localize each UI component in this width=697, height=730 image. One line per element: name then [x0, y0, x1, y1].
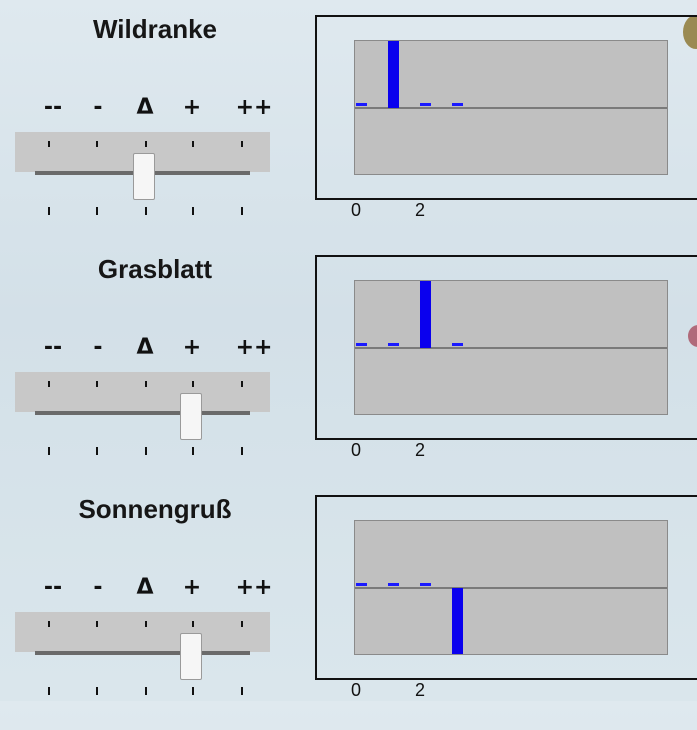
slider-tick-bottom [96, 207, 98, 215]
chart-x-tick-label: 0 [350, 440, 362, 460]
slider-tick-top [145, 141, 147, 147]
scale-label: ++ [235, 95, 273, 120]
chart-zero-line [355, 106, 667, 109]
scale-label: + [182, 95, 202, 120]
chart-frame [315, 495, 697, 680]
slider-tick-bottom [96, 687, 98, 695]
slider-tick-bottom [192, 687, 194, 695]
scale-label: Δ [136, 575, 154, 600]
slider-tick-bottom [192, 207, 194, 215]
chart-x-tick-label: 0 [350, 680, 362, 700]
leaf-decoration-top [683, 15, 697, 49]
chart-zero-marker [356, 342, 367, 346]
slider-tick-bottom [48, 207, 50, 215]
slider-tick-top [241, 381, 243, 387]
slider-tick-bottom [48, 687, 50, 695]
slider-tick-top [145, 621, 147, 627]
slider-tick-top [241, 141, 243, 147]
slider-tick-top [192, 621, 194, 627]
chart-frame [315, 255, 697, 440]
slider-tick-top [145, 381, 147, 387]
slider-tick-bottom [241, 687, 243, 695]
chart-zero-marker [356, 582, 367, 586]
scale-label: Δ [136, 95, 154, 120]
panel-title: Wildranke [92, 14, 218, 44]
scale-label: - [93, 335, 103, 360]
slider-tick-bottom [145, 447, 147, 455]
scale-label: + [182, 575, 202, 600]
scale-label: ++ [235, 575, 273, 600]
rating-slider[interactable]: ---Δ+++ [0, 335, 300, 460]
chart-frame [315, 15, 697, 200]
slider-track-background [15, 372, 270, 412]
slider-tick-top [96, 381, 98, 387]
slider-tick-bottom [145, 687, 147, 695]
scale-label: ++ [235, 335, 273, 360]
chart-x-tick-label: 0 [350, 200, 362, 220]
slider-tick-top [48, 621, 50, 627]
slider-tick-bottom [241, 447, 243, 455]
panel-title: Grasblatt [97, 254, 213, 284]
slider-tick-top [96, 141, 98, 147]
slider-tick-bottom [241, 207, 243, 215]
chart-zero-marker [420, 102, 431, 106]
scale-label: -- [43, 335, 63, 360]
chart-zero-marker [452, 342, 463, 346]
slider-tick-bottom [96, 447, 98, 455]
slider-tick-bottom [48, 447, 50, 455]
scale-label: - [93, 575, 103, 600]
slider-thumb[interactable] [180, 393, 202, 440]
chart-bar [388, 41, 399, 108]
slider-thumb[interactable] [180, 633, 202, 680]
slider-tick-top [48, 141, 50, 147]
scale-label: -- [43, 575, 63, 600]
slider-tick-bottom [145, 207, 147, 215]
scale-label: - [93, 95, 103, 120]
slider-track-background [15, 612, 270, 652]
slider-tick-top [192, 381, 194, 387]
slider-track [35, 651, 250, 655]
chart-bar [420, 281, 431, 348]
chart-plot-area [354, 280, 668, 415]
scale-label: Δ [136, 335, 154, 360]
chart-zero-marker [420, 582, 431, 586]
slider-tick-top [192, 141, 194, 147]
chart-bar [452, 587, 463, 654]
chart-zero-line [355, 586, 667, 589]
panel-title: Sonnengruß [78, 494, 232, 524]
chart-plot-area [354, 520, 668, 655]
slider-tick-bottom [192, 447, 194, 455]
petal-decoration-middle [688, 325, 697, 347]
chart-zero-marker [388, 582, 399, 586]
chart-zero-line [355, 346, 667, 349]
chart-zero-marker [388, 342, 399, 346]
chart-plot-area [354, 40, 668, 175]
slider-tick-top [48, 381, 50, 387]
rating-slider[interactable]: ---Δ+++ [0, 95, 300, 220]
chart-x-tick-label: 2 [414, 200, 426, 220]
slider-tick-top [96, 621, 98, 627]
chart-x-tick-label: 2 [414, 440, 426, 460]
rating-slider[interactable]: ---Δ+++ [0, 575, 300, 700]
chart-x-tick-label: 2 [414, 680, 426, 700]
slider-track [35, 411, 250, 415]
chart-zero-marker [356, 102, 367, 106]
slider-tick-top [241, 621, 243, 627]
slider-thumb[interactable] [133, 153, 155, 200]
chart-zero-marker [452, 102, 463, 106]
scale-label: -- [43, 95, 63, 120]
scale-label: + [182, 335, 202, 360]
